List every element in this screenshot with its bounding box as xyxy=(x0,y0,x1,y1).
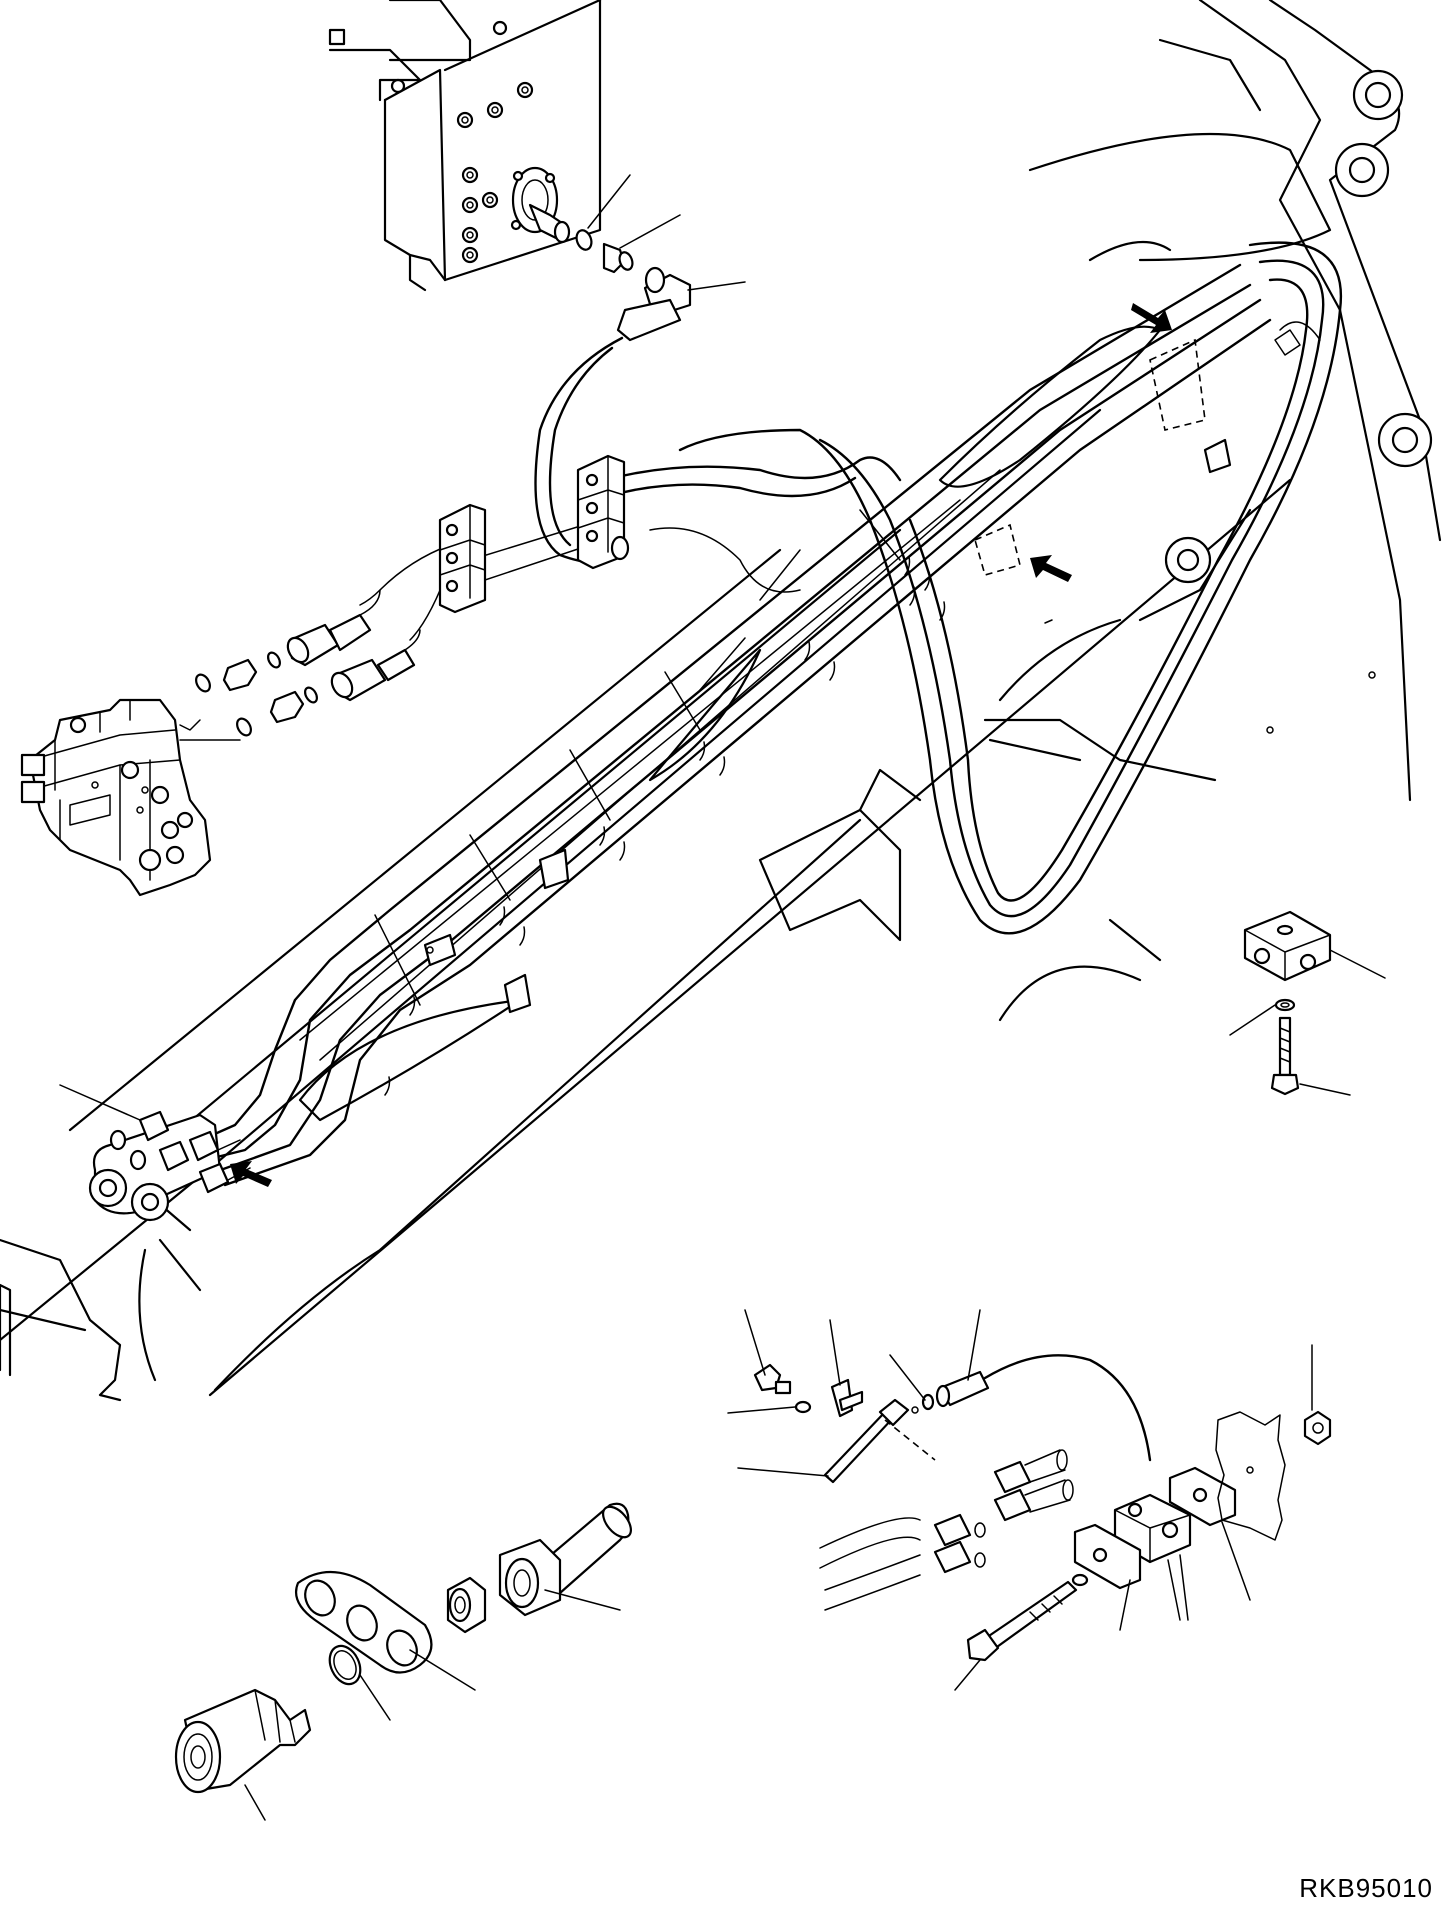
hose-clamps xyxy=(438,338,1206,614)
detail-coupler-assembly xyxy=(174,1502,632,1821)
detail-pipe-mounting xyxy=(727,1309,1332,1691)
drawing-code: RKB95010 xyxy=(1299,1873,1433,1903)
valve-fittings xyxy=(179,589,421,741)
hose-bands xyxy=(384,438,1232,1096)
upper-valve-block xyxy=(328,0,602,292)
leader-lines-boom xyxy=(59,509,901,1121)
quick-coupler-block xyxy=(88,1110,251,1222)
hose-routing xyxy=(188,241,1343,1187)
direction-arrows xyxy=(230,303,1172,1187)
top-fittings xyxy=(575,174,746,342)
detail-clamp-block xyxy=(1229,910,1386,1096)
misc-marks xyxy=(1044,321,1321,624)
control-valve xyxy=(20,698,212,897)
boom-structure xyxy=(0,0,1442,1402)
